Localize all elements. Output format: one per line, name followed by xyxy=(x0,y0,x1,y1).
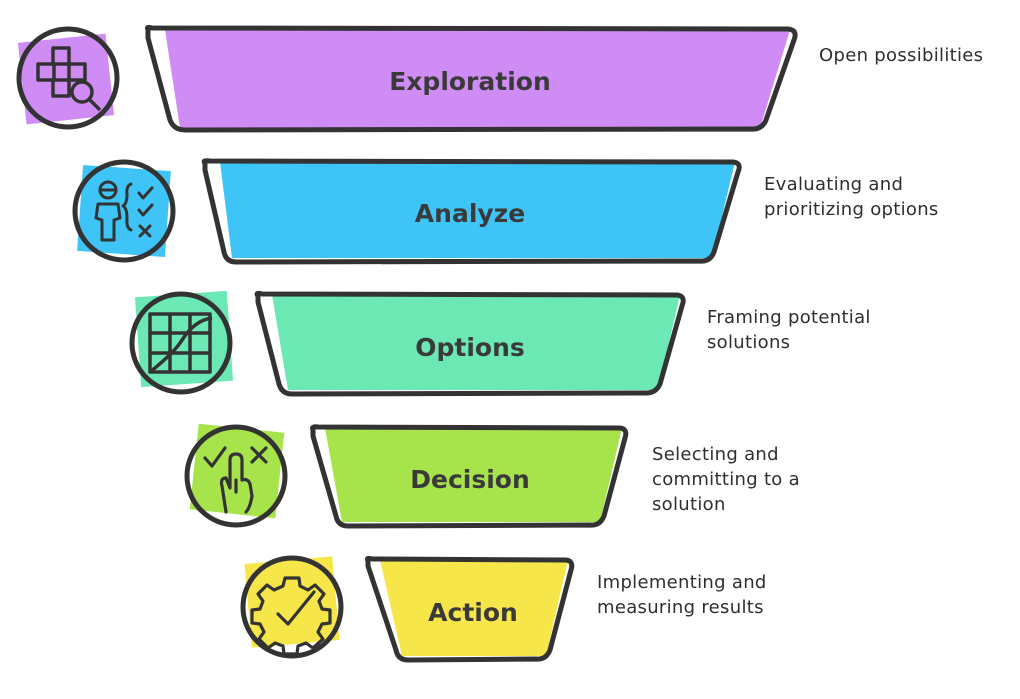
funnel-band-analyze xyxy=(220,162,735,258)
description-line: solution xyxy=(652,494,726,515)
stage-analyze: Analyze xyxy=(72,158,742,265)
stage-action: Action xyxy=(240,555,575,663)
stage-label-analyze: Analyze xyxy=(415,199,525,228)
hand-check-cross-icon xyxy=(184,423,288,528)
stage-description-analyze: Evaluating and prioritizing options xyxy=(764,172,939,222)
funnel-band-exploration xyxy=(165,30,790,128)
stage-label-options: Options xyxy=(415,333,525,362)
grid-path-icon xyxy=(129,290,234,395)
stage-decision: Decision xyxy=(184,423,629,529)
funnel-band-action xyxy=(380,560,568,656)
description-line: Framing potential xyxy=(707,307,871,328)
stage-description-decision: Selecting and committing to a solution xyxy=(652,442,800,517)
stage-description-exploration: Open possibilities xyxy=(819,43,983,68)
stage-options: Options xyxy=(129,290,686,397)
description-line: measuring results xyxy=(597,597,764,618)
gear-check-icon xyxy=(240,555,344,659)
description-line: Implementing and xyxy=(597,572,767,593)
description-line: solutions xyxy=(707,332,791,353)
description-line: Open possibilities xyxy=(819,45,984,66)
stage-label-action: Action xyxy=(428,598,518,627)
description-line: Selecting and xyxy=(652,444,779,465)
stage-label-exploration: Exploration xyxy=(389,67,551,96)
description-line: committing to a xyxy=(652,469,800,490)
stage-description-options: Framing potential solutions xyxy=(707,305,871,355)
funnel-band-options xyxy=(272,295,680,390)
person-checklist-icon xyxy=(72,159,176,263)
description-line: prioritizing options xyxy=(764,199,939,220)
funnel-band-decision xyxy=(325,428,622,522)
stage-label-decision: Decision xyxy=(410,465,530,494)
stage-description-action: Implementing and measuring results xyxy=(597,570,767,620)
stage-exploration: Exploration xyxy=(16,24,798,133)
puzzle-magnifier-icon xyxy=(16,26,120,130)
description-line: Evaluating and xyxy=(764,174,904,195)
